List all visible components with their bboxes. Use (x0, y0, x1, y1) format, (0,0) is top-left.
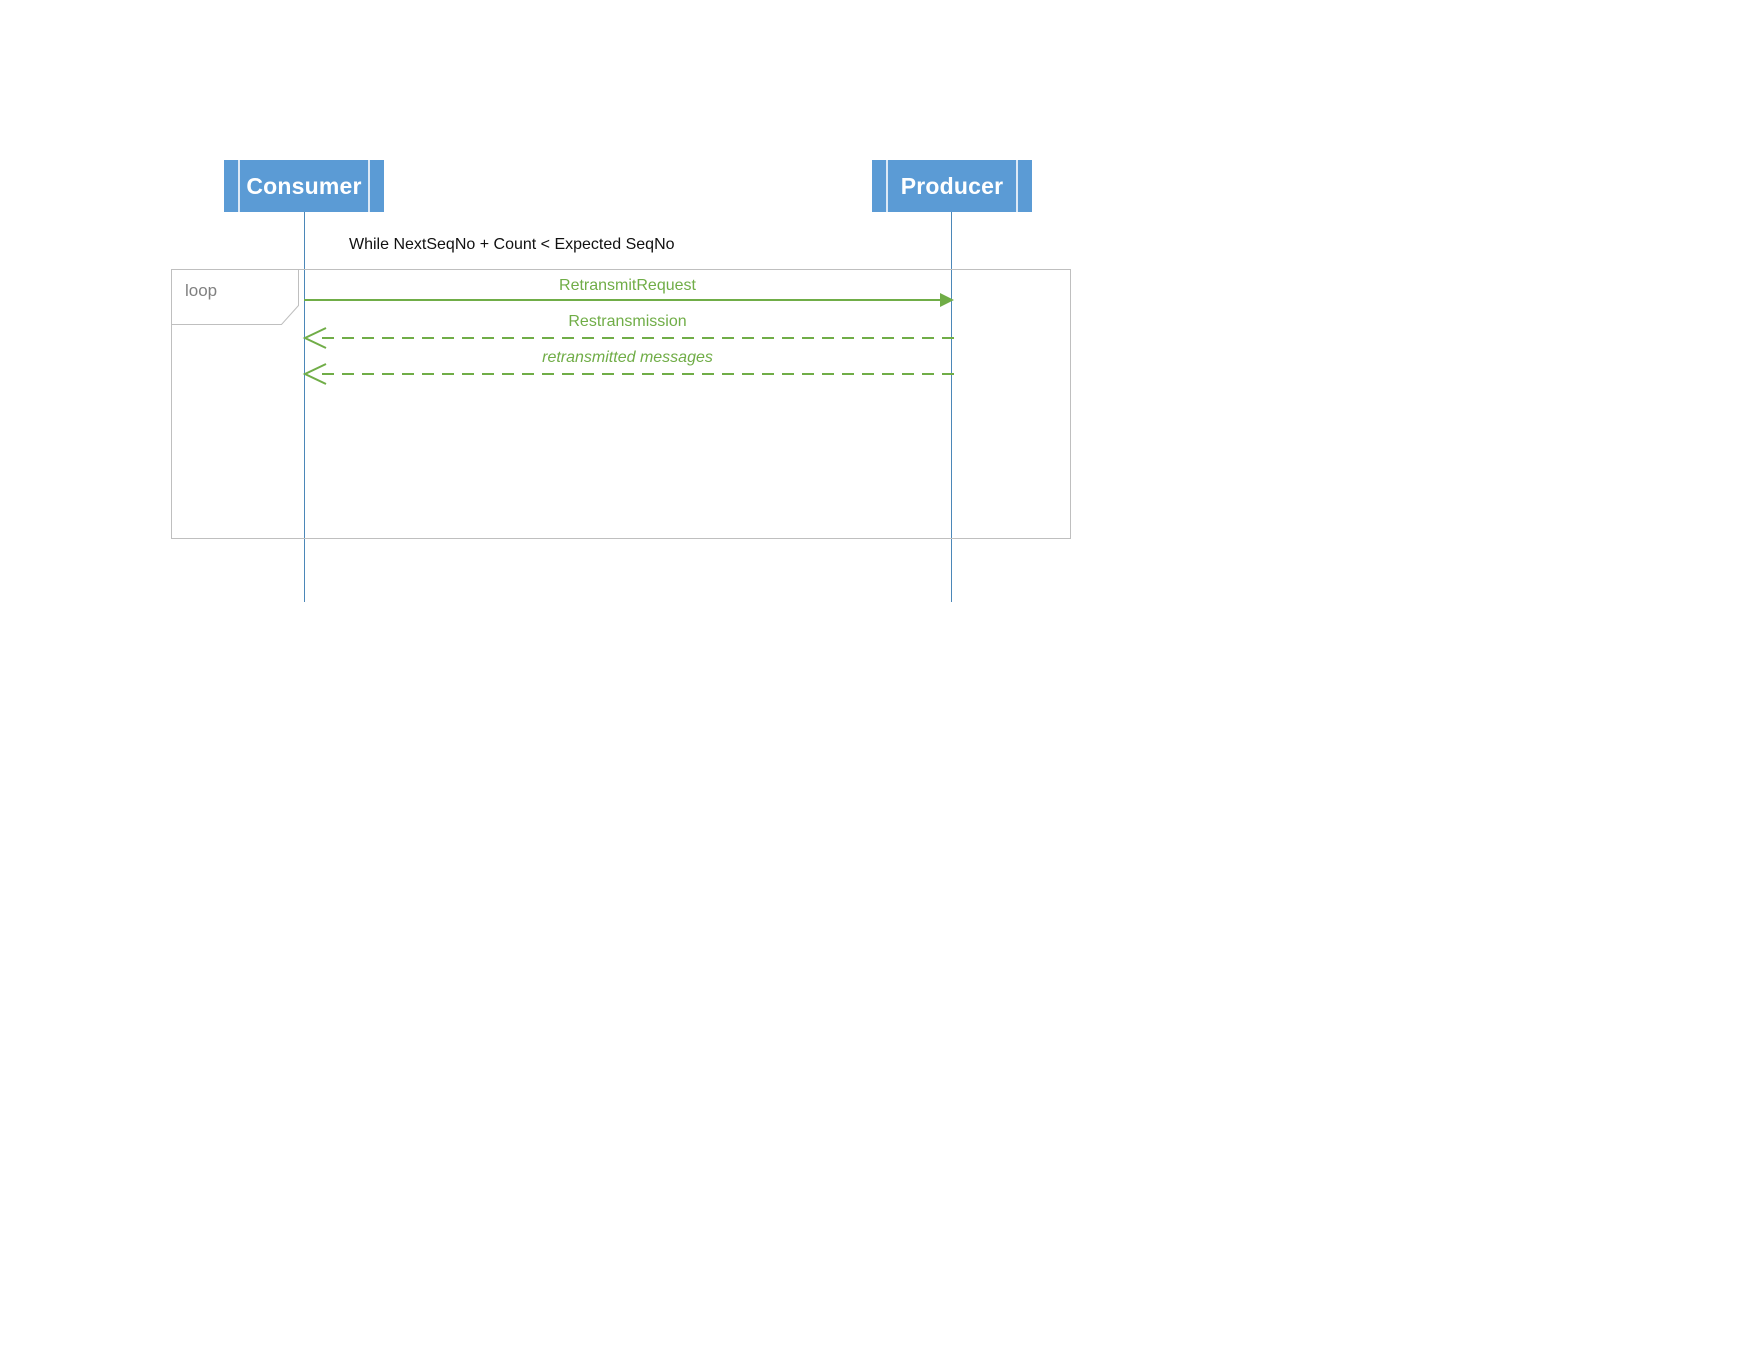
participant-header-divider-left (238, 160, 240, 212)
message-label-retransmitted-messages: retransmitted messages (542, 349, 713, 366)
participant-header-divider-left (886, 160, 888, 212)
participant-header-right-band (1018, 160, 1032, 212)
message-arrow-retransmitted-messages[interactable] (302, 362, 954, 386)
participant-header-divider-right (368, 160, 370, 212)
message-label-retransmit-request: RetransmitRequest (559, 277, 696, 294)
lifeline-consumer (304, 212, 305, 602)
participant-header-left-band (224, 160, 238, 212)
participant-header-left-band (872, 160, 886, 212)
participant-name-consumer: Consumer (246, 172, 362, 199)
fragment-tab-shape (171, 269, 299, 325)
participant-header-right-band (370, 160, 384, 212)
participant-header-consumer[interactable]: Consumer (224, 160, 384, 212)
message-label-restransmission: Restransmission (568, 313, 687, 330)
message-arrow-restransmission[interactable] (302, 326, 954, 350)
participant-name-producer: Producer (900, 172, 1004, 199)
arrowhead-open-left (302, 363, 327, 385)
message-arrow-retransmit-request[interactable] (304, 290, 954, 310)
fragment-operator-label: loop (185, 281, 218, 300)
combined-fragment-loop (171, 269, 1071, 539)
arrowhead-open-left (302, 327, 327, 349)
participant-header-divider-right (1016, 160, 1018, 212)
participant-header-producer[interactable]: Producer (872, 160, 1032, 212)
loop-guard-condition: While NextSeqNo + Count < Expected SeqNo (349, 236, 675, 253)
lifeline-producer (951, 212, 952, 602)
fragment-operator-tab: loop (171, 269, 321, 325)
arrowhead-filled-right (940, 293, 954, 307)
